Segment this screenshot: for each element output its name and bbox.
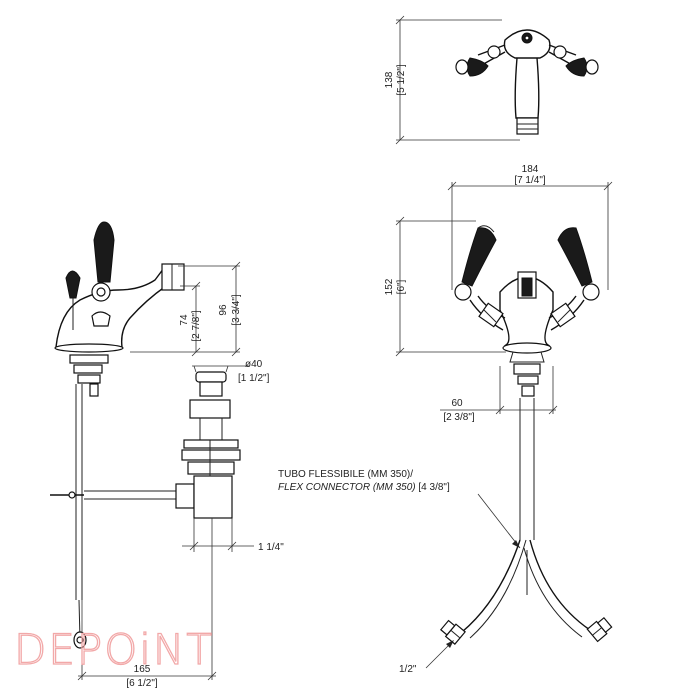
front-view: [439, 225, 613, 645]
dim-front-height-mm: 152: [384, 278, 395, 295]
dim-shank-mm: 60: [451, 398, 463, 409]
brand-logo: DEPOiNT: [14, 625, 214, 674]
connector-label-line2: FLEX CONNECTOR (MM 350) [4 3/8"]: [278, 482, 450, 493]
dim-top-height: 138 [5 1/2"]: [384, 15, 520, 145]
dim-depth-mm: 165: [134, 664, 151, 675]
side-view: [50, 221, 241, 649]
dim-drain-thread: 1 1/4": [182, 518, 284, 553]
connector-label-inch: [4 3/8"]: [416, 482, 450, 493]
dim-drain-diameter-in: [1 1/2"]: [238, 373, 270, 384]
top-view: [455, 29, 599, 135]
dim-connector-thread-label: 1/2": [399, 664, 417, 675]
connector-callout: TUBO FLESSIBILE (MM 350)/ FLEX CONNECTOR…: [278, 469, 521, 549]
dim-front-width-mm: 184: [522, 164, 539, 175]
dim-drain-diameter: ø40 [1 1/2"]: [192, 359, 270, 384]
dim-top-height-mm: 138: [384, 71, 395, 88]
dim-front-height-in: [6"]: [396, 279, 407, 294]
dim-depth: 165 [6 1/2"]: [77, 518, 217, 689]
dim-shank-in: [2 3/8"]: [443, 412, 475, 423]
dim-spout-height-mm: 74: [179, 314, 190, 326]
dim-total-height-in: [3 3/4"]: [231, 294, 242, 326]
dim-drain-diameter-mm: ø40: [245, 359, 263, 370]
dim-spout-height-in: [2 7/8"]: [191, 310, 202, 342]
dim-total-height-mm: 96: [218, 304, 229, 316]
dim-drain-thread-label: 1 1/4": [258, 542, 284, 553]
dim-top-height-in: [5 1/2"]: [396, 64, 407, 96]
connector-label-italic: FLEX CONNECTOR (MM 350): [278, 482, 416, 493]
dim-connector-thread: 1/2": [399, 640, 454, 675]
dim-front-width-in: [7 1/4"]: [514, 175, 546, 186]
dim-depth-in: [6 1/2"]: [126, 678, 158, 689]
dim-spout-heights: 74 [2 7/8"] 96 [3 3/4"]: [130, 261, 242, 357]
dim-front-height: 152 [6"]: [384, 216, 506, 357]
dim-shank: 60 [2 3/8"]: [440, 366, 558, 423]
connector-label-line1: TUBO FLESSIBILE (MM 350)/: [278, 469, 413, 480]
dim-front-width: 184 [7 1/4"]: [447, 164, 613, 290]
